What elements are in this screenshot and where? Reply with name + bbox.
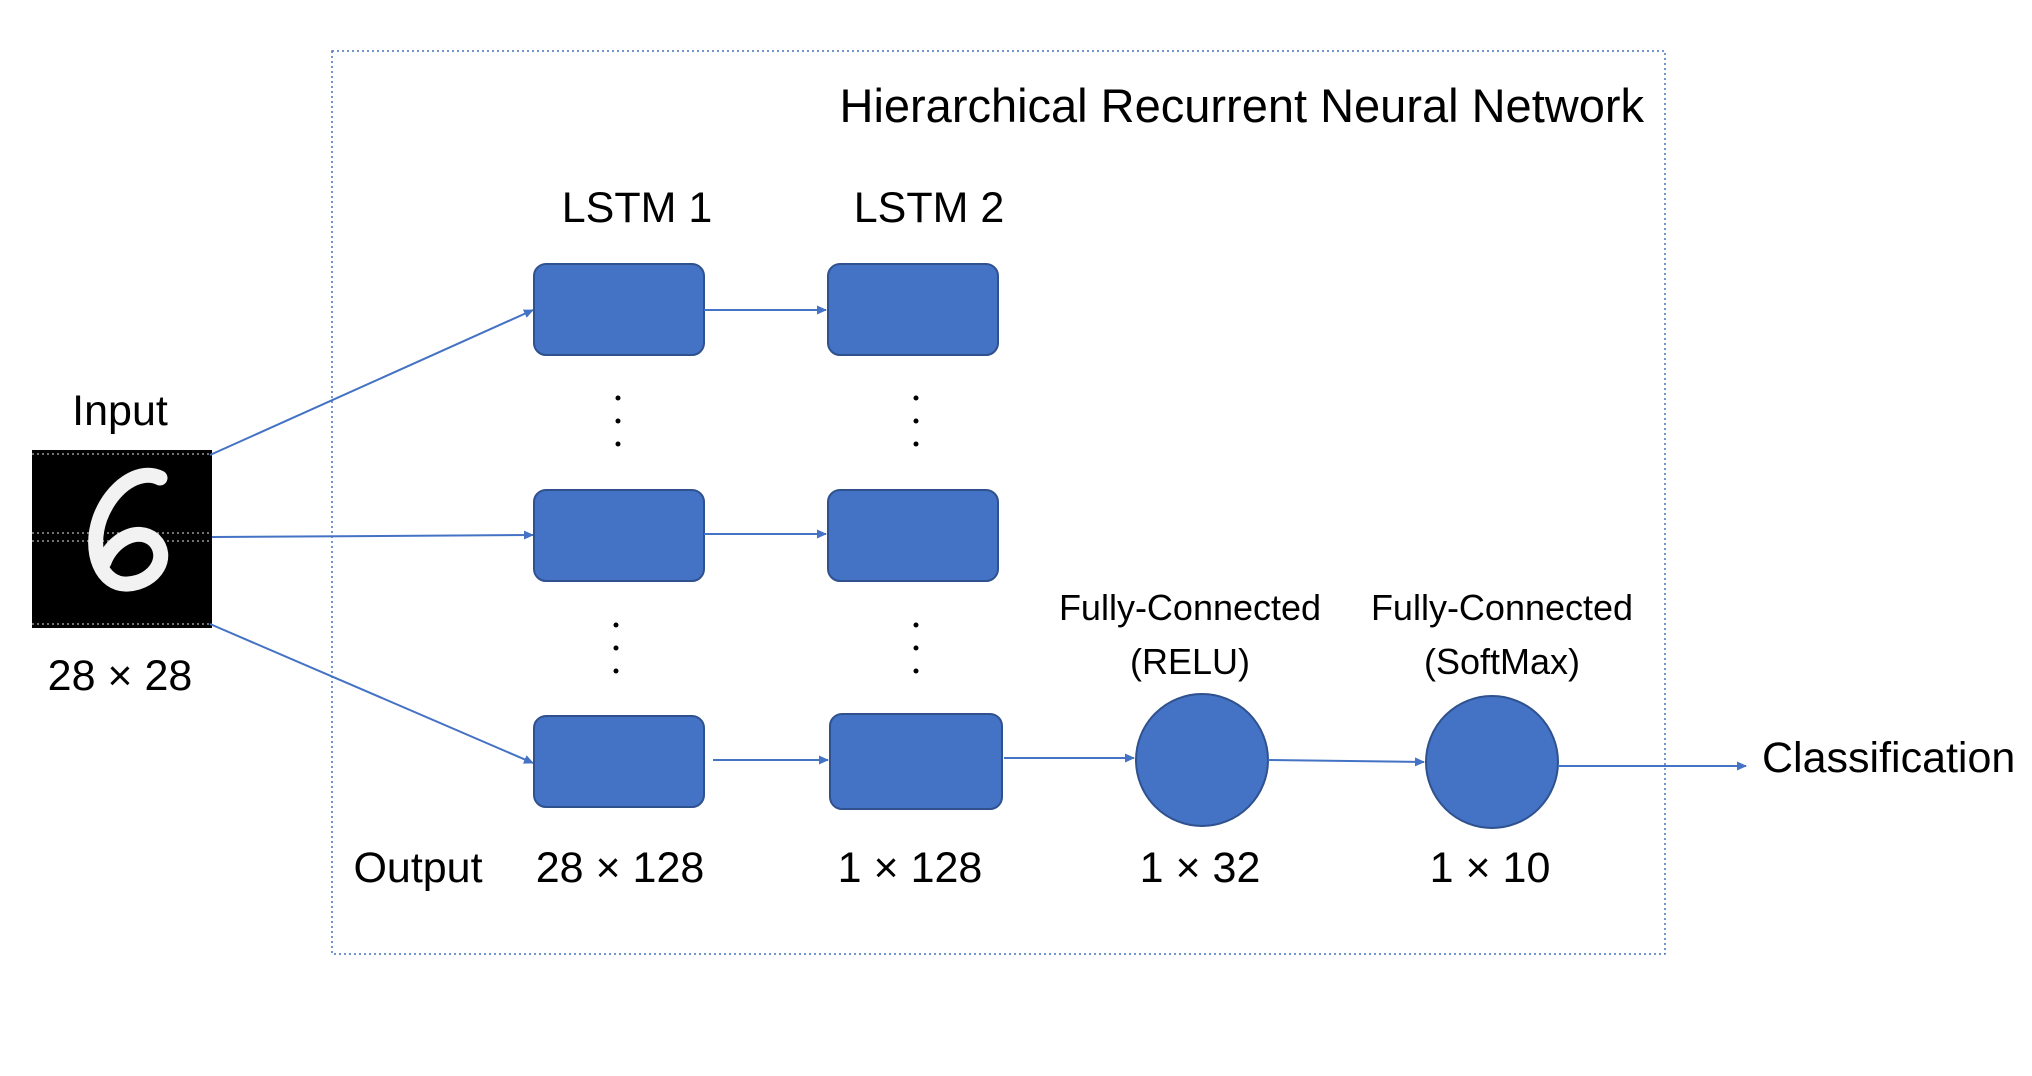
fc1-output-size: 1 × 32 xyxy=(1140,844,1261,892)
diagram-title: Hierarchical Recurrent Neural Network xyxy=(840,79,1645,132)
lstm1-cell-bottom xyxy=(533,715,705,808)
network-frame xyxy=(331,50,1666,955)
input-to-lstm1-mid-arrow xyxy=(211,530,534,540)
fc2-node xyxy=(1425,695,1559,829)
lstm1-output-size: 28 × 128 xyxy=(536,844,705,892)
lstm2-output-size: 1 × 128 xyxy=(838,844,983,892)
lstm2-cell-mid xyxy=(827,489,999,582)
lstm2-label: LSTM 2 xyxy=(854,184,1005,232)
fc2-label-line2: (SoftMax) xyxy=(1424,641,1580,682)
output-row-label: Output xyxy=(353,844,482,892)
input-image xyxy=(32,450,212,628)
lstm2-ellipsis-upper xyxy=(913,395,919,447)
lstm2-cell-bottom xyxy=(829,713,1003,810)
lstm1-cell-top xyxy=(533,263,705,356)
lstm2-cell-top xyxy=(827,263,999,356)
fc2-output-size: 1 × 10 xyxy=(1430,844,1551,892)
fc1-label-line1: Fully-Connected xyxy=(1059,587,1321,628)
lstm2-ellipsis-lower xyxy=(913,622,919,674)
input-label: Input xyxy=(72,387,168,435)
lstm1-ellipsis-upper xyxy=(615,395,621,447)
lstm1-label: LSTM 1 xyxy=(562,184,713,232)
classification-label: Classification xyxy=(1762,734,2015,782)
handwritten-digit-six xyxy=(88,467,169,592)
fc1-label-line2: (RELU) xyxy=(1130,641,1250,682)
lstm1-cell-mid xyxy=(533,489,705,582)
input-to-lstm1-bottom-arrow xyxy=(209,623,534,764)
fc1-to-fc2-arrow xyxy=(1267,757,1425,767)
lstm1-ellipsis-lower xyxy=(613,622,619,674)
input-to-lstm1-top-arrow xyxy=(209,309,534,456)
input-size: 28 × 28 xyxy=(48,652,193,700)
fc1-node xyxy=(1135,693,1269,827)
fc2-label-line1: Fully-Connected xyxy=(1371,587,1633,628)
